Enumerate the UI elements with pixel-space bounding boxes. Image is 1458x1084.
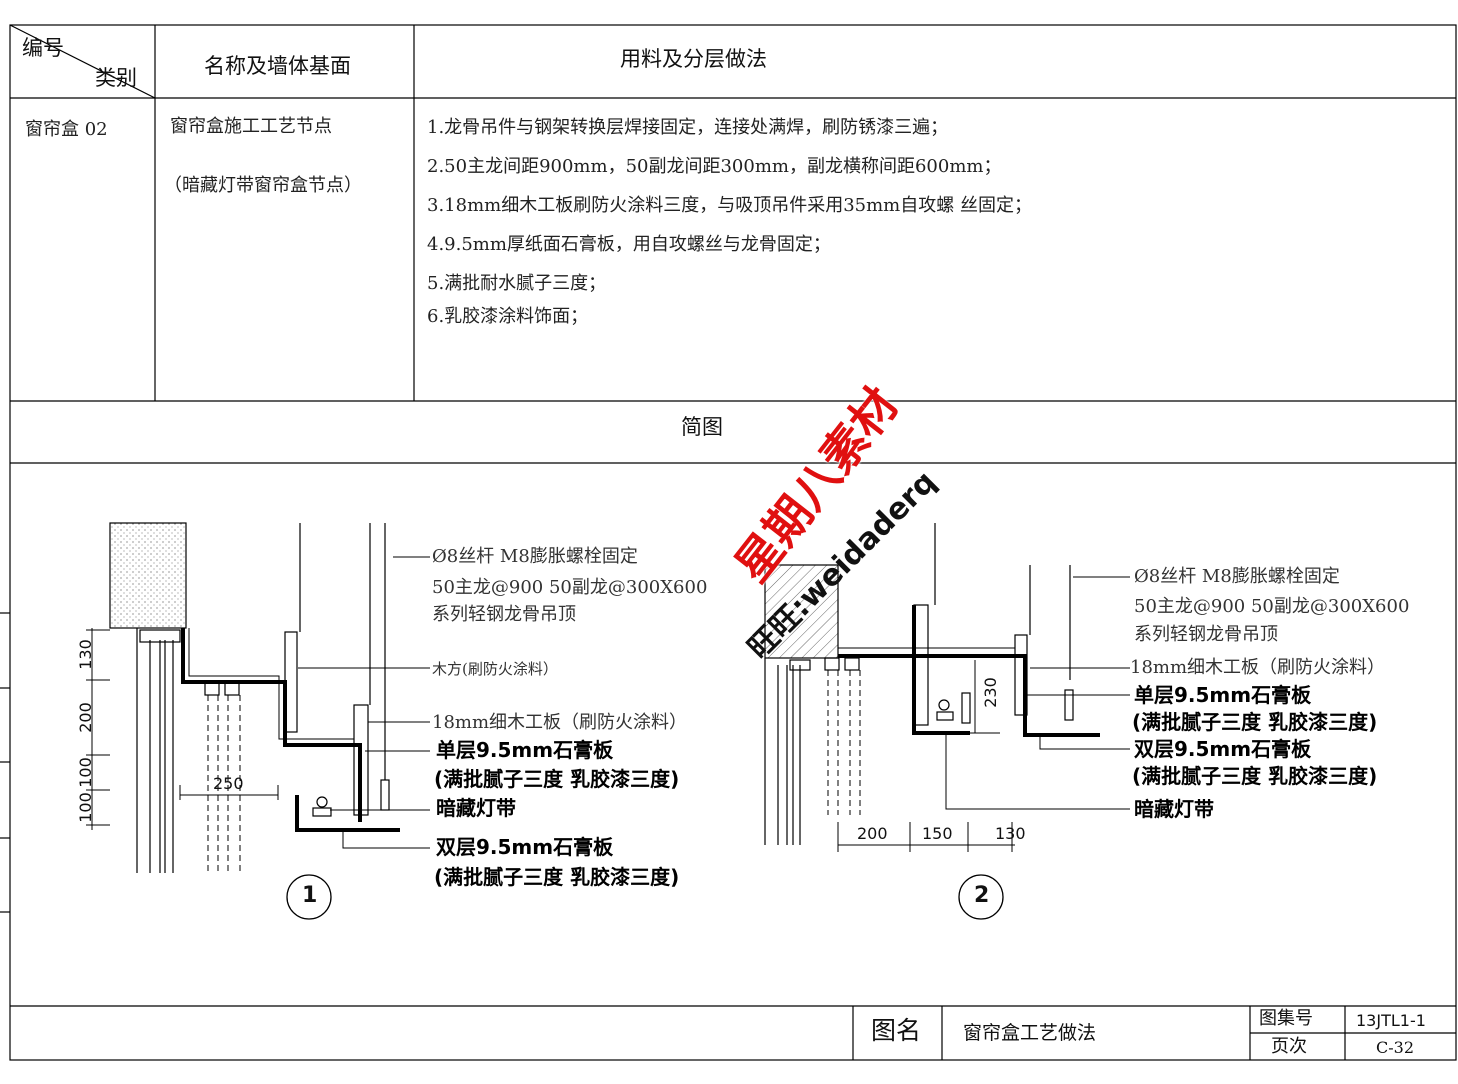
d2-dim-150: 150 bbox=[922, 824, 953, 843]
d2-finish2-label: (满批腻子三度 乳胶漆三度) bbox=[1132, 764, 1378, 788]
d1-double-label: 双层9.5mm石膏板 bbox=[436, 835, 614, 859]
d2-finish1-label: (满批腻子三度 乳胶漆三度) bbox=[1132, 710, 1378, 734]
item-name: 窗帘盒施工工艺节点 bbox=[170, 116, 332, 137]
d1-finish1-label: (满批腻子三度 乳胶漆三度) bbox=[434, 767, 680, 791]
d2-double-label: 双层9.5mm石膏板 bbox=[1134, 737, 1312, 761]
d2-single-label: 单层9.5mm石膏板 bbox=[1134, 683, 1312, 707]
d2-number: 2 bbox=[974, 883, 990, 908]
d1-system-label: 系列轻钢龙骨吊顶 bbox=[432, 604, 576, 625]
detail-drawing-2 bbox=[764, 523, 1130, 920]
d1-dim-250: 250 bbox=[213, 774, 244, 793]
d1-light-label: 暗藏灯带 bbox=[436, 796, 516, 820]
step-3: 3.18mm细木工板刷防火涂料三度，与吸顶吊件采用35mm自攻螺 丝固定； bbox=[427, 195, 1032, 216]
d1-board-label: 18mm细木工板（刷防火涂料） bbox=[432, 712, 688, 733]
d1-rod-label: Ø8丝杆 M8膨胀螺栓固定 bbox=[432, 546, 638, 567]
page-label: 页次 bbox=[1271, 1036, 1307, 1057]
d2-keel-label: 50主龙@900 50副龙@300X600 bbox=[1134, 596, 1410, 617]
d2-light-label: 暗藏灯带 bbox=[1134, 797, 1214, 821]
step-6: 6.乳胶漆涂料饰面； bbox=[427, 306, 589, 327]
d2-rod-label: Ø8丝杆 M8膨胀螺栓固定 bbox=[1134, 566, 1340, 587]
d1-keel-label: 50主龙@900 50副龙@300X600 bbox=[432, 577, 708, 598]
d1-dim-100b: 100 bbox=[75, 792, 95, 823]
d1-wood-label: 木方(刷防火涂料） bbox=[432, 660, 558, 678]
step-2: 2.50主龙间距900mm，50副龙间距300mm，副龙横称间距600mm； bbox=[427, 156, 1002, 177]
detail-drawing-1 bbox=[86, 522, 430, 920]
d2-dim-130: 130 bbox=[995, 824, 1026, 843]
step-5: 5.满批耐水腻子三度； bbox=[427, 273, 607, 294]
d2-board-label: 18mm细木工板（刷防火涂料） bbox=[1130, 657, 1386, 678]
title-name-label: 图名 bbox=[871, 1016, 922, 1045]
item-name-sub: （暗藏灯带窗帘盒节点） bbox=[164, 175, 362, 196]
sketch-title: 简图 bbox=[681, 415, 723, 439]
drawing-title: 窗帘盒工艺做法 bbox=[963, 1022, 1097, 1044]
d1-dim-130: 130 bbox=[75, 639, 95, 670]
method-header: 用料及分层做法 bbox=[620, 47, 767, 71]
d2-dim-230: 230 bbox=[980, 677, 1000, 708]
d1-dim-100a: 100 bbox=[75, 757, 95, 788]
step-4: 4.9.5mm厚纸面石膏板，用自攻螺丝与龙骨固定； bbox=[427, 234, 831, 255]
d1-finish2-label: (满批腻子三度 乳胶漆三度) bbox=[434, 865, 680, 889]
d1-single-label: 单层9.5mm石膏板 bbox=[436, 738, 614, 762]
code-header: 编号 bbox=[22, 36, 64, 60]
item-code: 窗帘盒 02 bbox=[25, 119, 108, 140]
d2-system-label: 系列轻钢龙骨吊顶 bbox=[1134, 624, 1278, 645]
d2-dim-200: 200 bbox=[857, 824, 888, 843]
d1-number: 1 bbox=[302, 883, 318, 908]
atlas-label: 图集号 bbox=[1259, 1008, 1313, 1029]
d1-dim-200: 200 bbox=[75, 702, 95, 733]
atlas-number: 13JTL1-1 bbox=[1356, 1011, 1426, 1030]
page-number: C-32 bbox=[1376, 1038, 1415, 1057]
name-header: 名称及墙体基面 bbox=[204, 54, 351, 78]
step-1: 1.龙骨吊件与钢架转换层焊接固定，连接处满焊，刷防锈漆三遍； bbox=[427, 117, 949, 138]
category-header: 类别 bbox=[95, 66, 137, 90]
